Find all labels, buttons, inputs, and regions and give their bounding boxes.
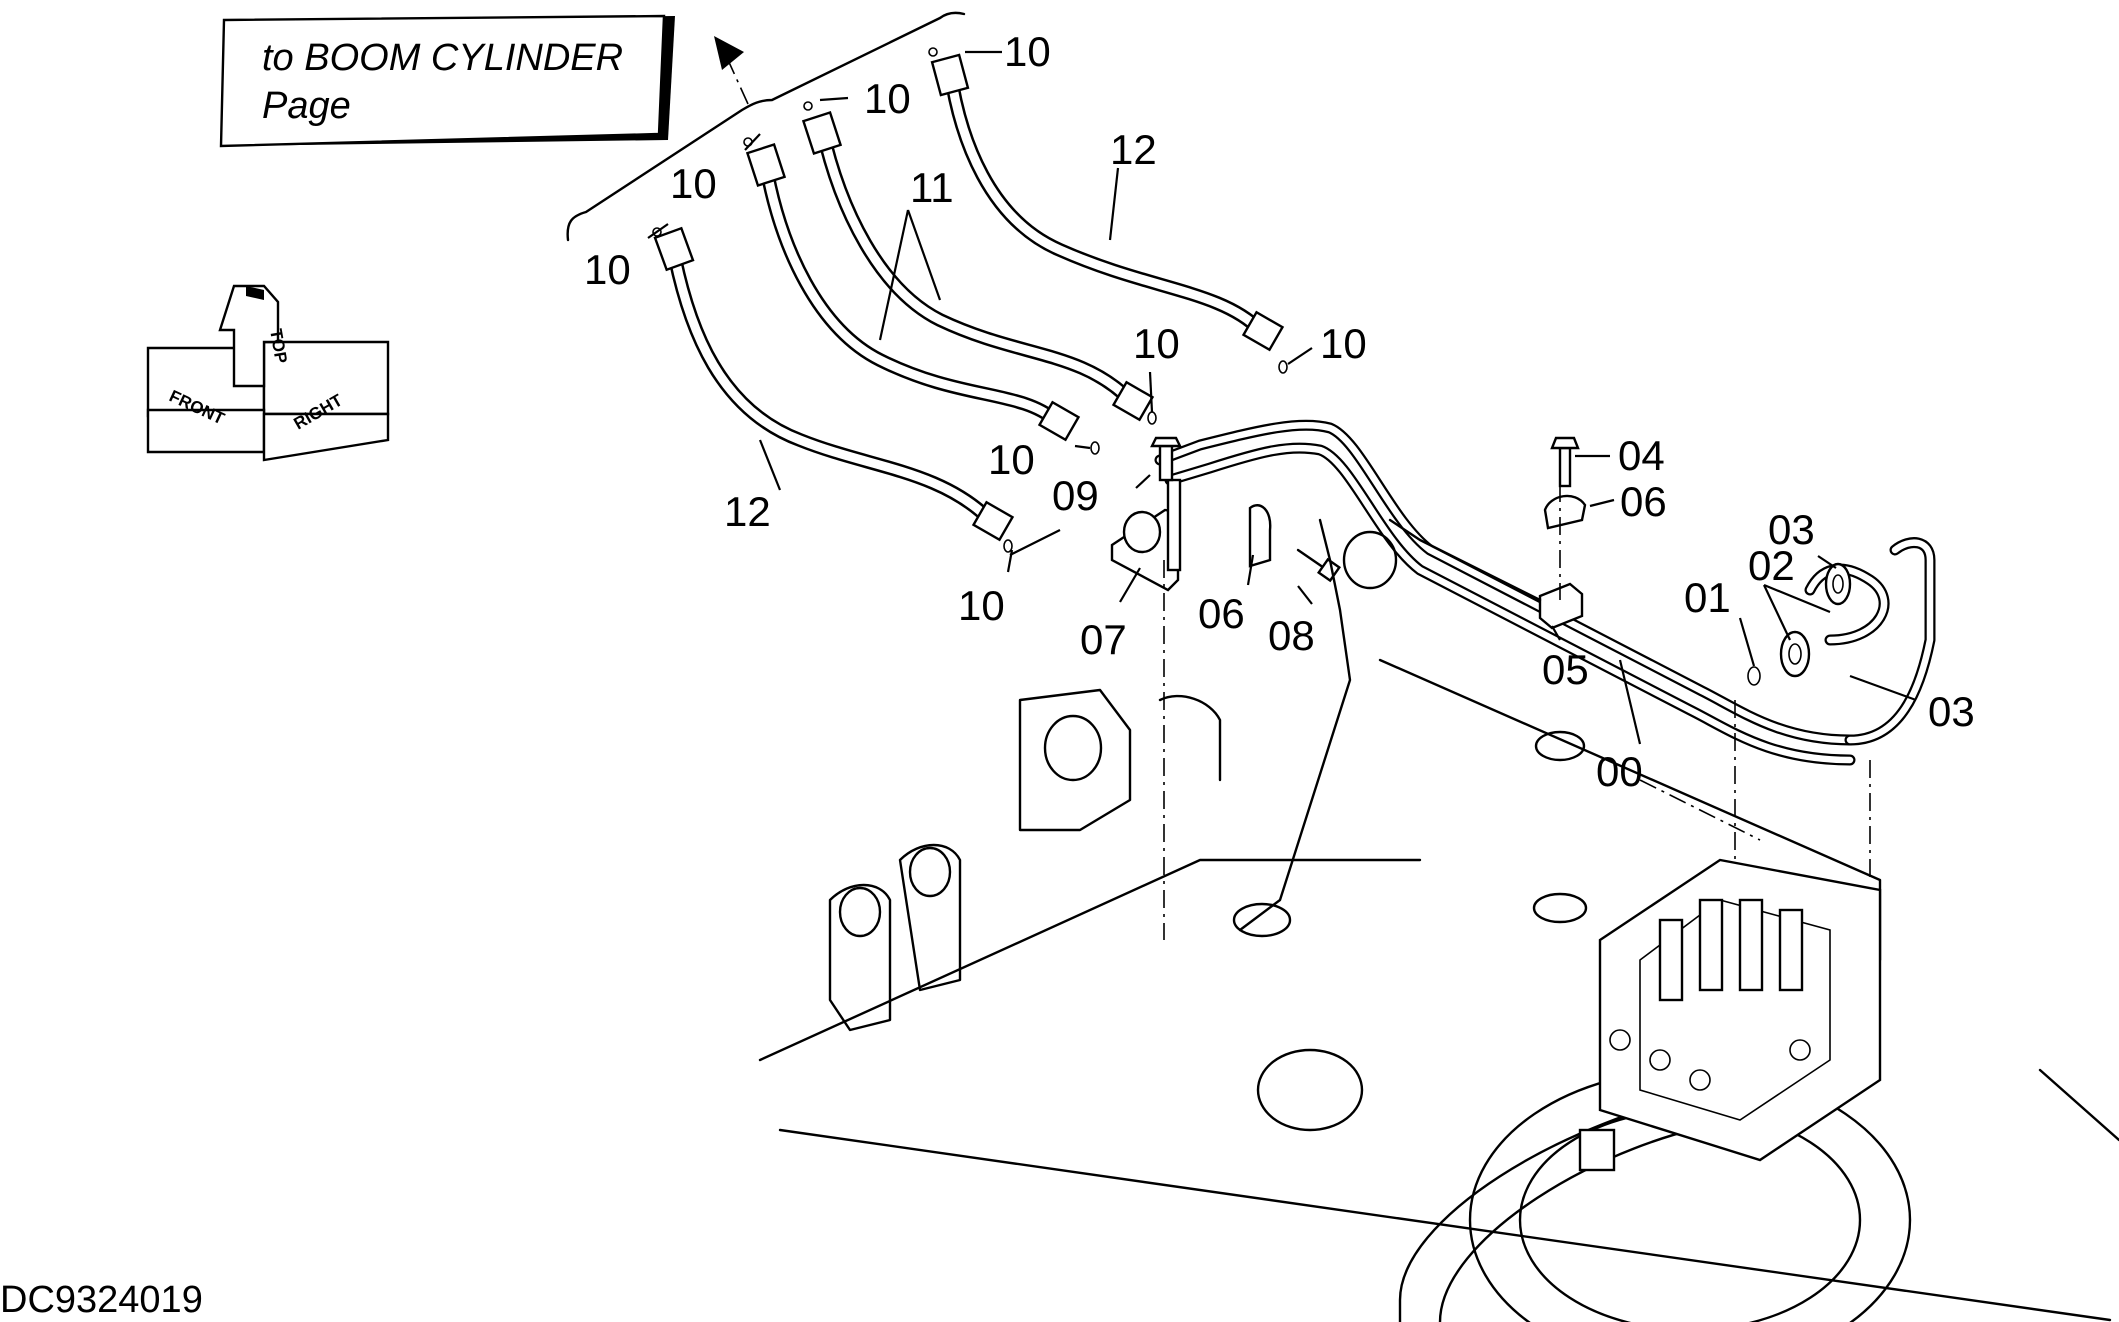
callout-labels: 10 10 10 10 10 10 10 10 11 12 12 09 07 0…: [584, 28, 1975, 795]
o-ring-01: [1747, 666, 1761, 686]
reference-box-line1: to BOOM CYLINDER: [262, 37, 623, 79]
callout-10[interactable]: 10: [1133, 320, 1180, 367]
callout-07[interactable]: 07: [1080, 616, 1127, 663]
callout-10[interactable]: 10: [864, 75, 911, 122]
hose-12-left[interactable]: [653, 226, 1015, 542]
callout-10[interactable]: 10: [1320, 320, 1367, 367]
callout-10[interactable]: 10: [670, 160, 717, 207]
steel-pipe-00[interactable]: [1154, 419, 1936, 766]
document-id: DC9324019: [0, 1279, 203, 1321]
callout-10[interactable]: 10: [1004, 28, 1051, 75]
callout-02[interactable]: 02: [1748, 542, 1795, 589]
callout-12[interactable]: 12: [1110, 126, 1157, 173]
callout-10[interactable]: 10: [958, 582, 1005, 629]
alignment-lines: [1163, 484, 1871, 940]
hose-11-a[interactable]: [745, 142, 1081, 442]
callout-09[interactable]: 09: [1052, 472, 1099, 519]
bolt-08[interactable]: [1296, 548, 1341, 583]
upper-frame: [758, 518, 2119, 1322]
fitting-group-bracket: [566, 11, 966, 242]
bolt-04[interactable]: [1550, 436, 1580, 488]
hose-11-b[interactable]: [801, 110, 1155, 422]
callout-03[interactable]: 03: [1928, 688, 1975, 735]
control-valve: [1578, 858, 1882, 1172]
block-05[interactable]: [1538, 582, 1584, 630]
callout-01[interactable]: 01: [1684, 574, 1731, 621]
callout-03[interactable]: 03: [1768, 506, 1815, 553]
callout-06[interactable]: 06: [1620, 478, 1667, 525]
callout-05[interactable]: 05: [1542, 646, 1589, 693]
reference-arrow: [714, 36, 749, 105]
clamp-06-upper[interactable]: [1543, 494, 1587, 530]
bolt-09[interactable]: [1150, 436, 1182, 482]
callout-04[interactable]: 04: [1618, 432, 1665, 479]
leader-lines: [647, 50, 1917, 745]
callout-11[interactable]: 11: [910, 164, 954, 211]
callout-10[interactable]: 10: [584, 246, 631, 293]
callout-12[interactable]: 12: [724, 488, 771, 535]
reference-box[interactable]: to BOOM CYLINDER Page: [219, 14, 675, 148]
callout-06[interactable]: 06: [1198, 590, 1245, 637]
callout-00[interactable]: 00: [1596, 748, 1643, 795]
callout-08[interactable]: 08: [1268, 612, 1315, 659]
orientation-indicator: TOP FRONT RIGHT: [146, 284, 390, 462]
clamp-06-lower[interactable]: [1248, 504, 1272, 568]
callout-10[interactable]: 10: [988, 436, 1035, 483]
hose-12-right[interactable]: [930, 53, 1285, 352]
split-flange-03[interactable]: [1779, 562, 1852, 678]
reference-box-line2: Page: [262, 85, 351, 127]
bracket-07[interactable]: [1110, 478, 1182, 592]
